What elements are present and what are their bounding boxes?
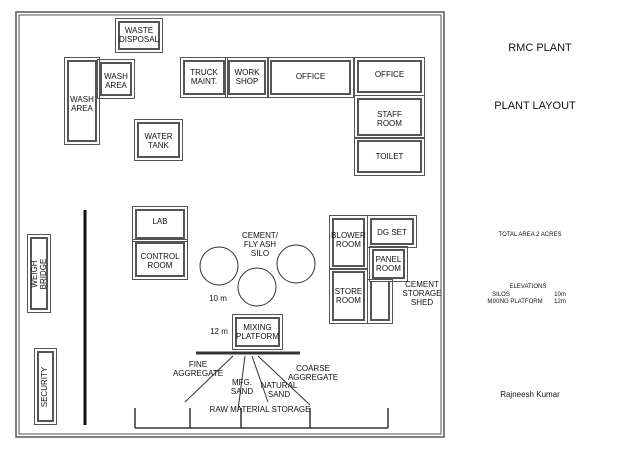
dg-set-room	[367, 215, 417, 248]
wash-area-outer-label: WASH AREA	[70, 95, 94, 113]
feed-line-1	[184, 355, 234, 403]
site-boundary-inner	[18, 14, 442, 435]
diagram-title: RMC PLANT	[508, 42, 572, 54]
feed-line-4	[257, 355, 311, 406]
office-main-label: OFFICE	[295, 72, 326, 81]
cement-storage-shed-label: CEMENT STORAGE SHED	[402, 280, 442, 307]
site-boundary	[15, 11, 445, 438]
elevation-row-value: 10m	[554, 292, 566, 298]
store-room	[329, 268, 368, 324]
wash-area-outer-room	[64, 57, 100, 145]
toilet-room	[354, 137, 425, 176]
raw-material-storage-label: RAW MATERIAL STORAGE	[209, 405, 311, 414]
store-room-label: STORE ROOM	[334, 287, 363, 305]
weigh-bridge-room	[27, 234, 51, 313]
staff-room	[354, 95, 425, 139]
security-label: SECURITY	[40, 366, 49, 408]
office-main-room	[267, 57, 354, 98]
water-tank-label: WATER TANK	[144, 132, 173, 150]
total-area-label: TOTAL AREA 2 ACRES	[498, 232, 562, 238]
staff-room-label: STAFF ROOM	[377, 110, 402, 128]
control-room-label: CONTROL ROOM	[140, 252, 180, 270]
platform-height-label: 12 m	[210, 327, 228, 336]
toilet-label: TOILET	[375, 152, 404, 161]
mfg-sand-label: MFG. SAND	[230, 378, 254, 396]
panel-room-label: PANEL ROOM	[375, 255, 402, 273]
silo-right	[276, 244, 316, 284]
natural-sand-label: NATURAL SAND	[260, 381, 298, 399]
work-shop-label: WORK SHOP	[234, 68, 260, 86]
lab-label: LAB	[152, 217, 168, 226]
security-room	[34, 348, 57, 425]
office-right-label: OFFICE	[374, 70, 405, 79]
cement-silo-label: CEMENT/ FLY ASH SILO	[242, 231, 278, 258]
elevations-heading: ELEVATIONS	[509, 284, 547, 290]
truck-maint-room	[180, 57, 228, 98]
mixing-platform-label: MIXING PLATFORM	[236, 323, 279, 341]
mixing-platform-room	[232, 314, 283, 350]
truck-maint-label: TRUCK MAINT.	[190, 68, 218, 86]
waste-disposal-label: WASTE DISPOSAL	[118, 26, 159, 44]
water-tank-room	[134, 119, 183, 161]
fine-aggregate-label: FINE AGGREGATE	[172, 360, 224, 378]
diagram-subtitle: PLANT LAYOUT	[494, 100, 576, 112]
wash-area-inner-room	[97, 59, 135, 99]
waste-disposal-room	[115, 18, 163, 53]
blower-room-label: BLOWER ROOM	[331, 231, 366, 249]
control-room	[132, 239, 188, 280]
wash-area-inner-label: WASH AREA	[104, 72, 128, 90]
silo-height-label: 10 m	[209, 294, 227, 303]
elevation-row-value: 12m	[554, 299, 566, 305]
office-right-room	[354, 57, 425, 96]
coarse-aggregate-label: COARSE AGGREGATE	[287, 364, 339, 382]
weigh-bridge-label: WEIGH BRIDGE	[30, 258, 48, 290]
silo-bottom	[237, 267, 277, 307]
feed-line-3	[251, 355, 269, 403]
work-shop-room	[225, 57, 269, 98]
silo-left	[199, 246, 239, 286]
lab-room	[132, 206, 188, 242]
author-label: Rajneesh Kumar	[500, 390, 560, 399]
feed-line-2	[237, 355, 246, 411]
blower-room	[329, 215, 368, 270]
elevation-row-label: MIXING PLATFORM	[487, 299, 543, 305]
elevation-row-label: SILOS	[492, 292, 510, 298]
dg-set-label: DG SET	[377, 228, 407, 237]
panel-room	[369, 246, 408, 282]
cement-storage-shed-wall	[367, 279, 393, 324]
